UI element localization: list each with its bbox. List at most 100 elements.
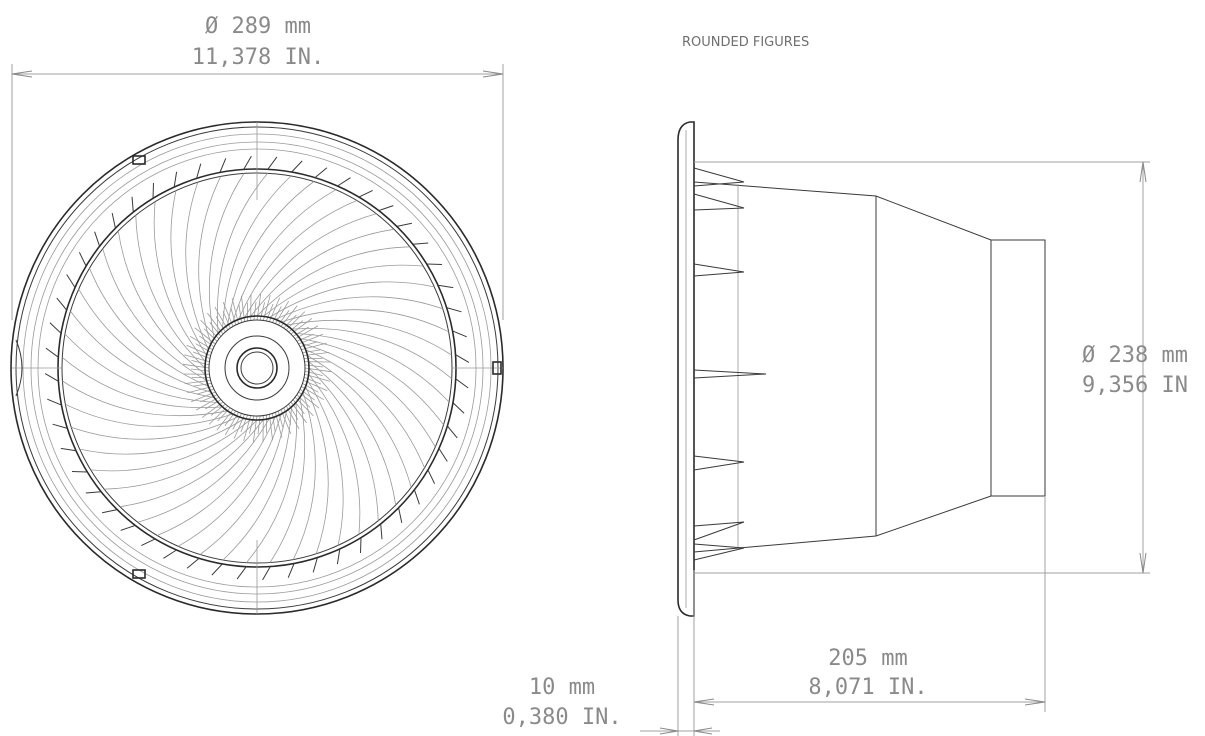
rim-tick: [360, 537, 362, 554]
rim-tick: [186, 558, 200, 569]
rim-tick: [267, 156, 278, 170]
cone-rib: [305, 349, 425, 468]
hub-spike: [277, 410, 284, 429]
cone-rib: [71, 416, 239, 440]
rim-tick: [120, 524, 136, 531]
rim-tick: [94, 231, 101, 247]
rim-ticks: [44, 155, 470, 581]
cone-rib: [291, 328, 452, 379]
hub-spike: [215, 316, 226, 333]
rim-tick: [452, 330, 467, 338]
cone-rib: [217, 173, 268, 334]
cone-rib: [250, 228, 395, 317]
cone-rib: [90, 419, 251, 472]
hub-spike: [302, 383, 319, 393]
side-diameter-in: 9,356 IN: [1082, 373, 1188, 398]
rim-tick: [396, 222, 413, 227]
hub-spike: [259, 302, 265, 321]
cone-edge-ring: [57, 168, 457, 568]
cone-rib: [292, 392, 316, 560]
rim-tick: [358, 189, 373, 198]
rim-tick: [262, 566, 271, 581]
rim-tick: [437, 284, 454, 289]
side-depth-in: 8,071 IN.: [808, 675, 927, 700]
hub-spike: [195, 343, 212, 353]
cone-rib: [256, 246, 410, 317]
cone-rib: [305, 386, 329, 554]
rim-tick: [101, 509, 118, 514]
front-diameter-dimension: [11, 64, 504, 320]
rim-tick: [163, 549, 177, 559]
cone-rib: [232, 189, 337, 323]
cone-rib: [70, 310, 215, 398]
rim-tick: [236, 566, 247, 580]
front-diameter-mm: Ø 289 mm: [205, 14, 311, 39]
hub-spike: [217, 407, 231, 422]
hub-spike: [266, 303, 274, 322]
cone-rib: [64, 333, 219, 403]
rim-tick: [455, 378, 469, 389]
rim-tick: [287, 563, 295, 578]
rim-tick: [196, 163, 202, 179]
hub-spike: [210, 403, 226, 416]
hub-spike: [191, 360, 210, 366]
hub-spike: [292, 326, 309, 337]
rim-tick: [336, 548, 341, 565]
hub-spike: [253, 301, 257, 321]
cone-rib: [135, 215, 206, 369]
cone-rib: [269, 281, 435, 318]
rim-tick: [452, 402, 465, 414]
cone-rib: [119, 419, 264, 508]
cone-rib: [177, 413, 282, 547]
hub-spike: [222, 311, 231, 329]
hub-spike: [288, 403, 299, 420]
rim-tick: [413, 489, 420, 505]
cone-rib: [153, 201, 206, 362]
cone-rib: [286, 319, 452, 356]
rim-tick: [398, 507, 403, 524]
rim-tick: [455, 354, 470, 363]
rim-tick: [66, 274, 76, 288]
cone-rib: [308, 361, 397, 506]
hub-spike: [277, 310, 290, 326]
center-bore: [236, 347, 278, 389]
hub-spike: [304, 364, 324, 368]
cone-rib: [275, 296, 443, 320]
rim-tick: [78, 252, 87, 267]
hub-spike: [205, 399, 222, 410]
rim-tick: [243, 155, 252, 170]
cone-rib: [185, 182, 209, 350]
cone-rib: [170, 190, 207, 356]
cone-rib: [65, 403, 233, 427]
mount-notch-left: [15, 339, 23, 397]
cone-rib: [227, 181, 315, 326]
fins: [693, 167, 767, 561]
hub-spike: [199, 335, 215, 348]
cone-rib: [238, 200, 357, 320]
cone-rib: [308, 374, 361, 535]
cone-rib: [222, 406, 292, 561]
cone-rib: [263, 264, 424, 317]
hub-spike: [272, 306, 282, 323]
rim-tick: [312, 557, 318, 573]
cone-body: [693, 181, 1046, 553]
hub-spike: [299, 341, 318, 348]
cone-rib: [308, 367, 379, 521]
rim-tick: [314, 167, 328, 178]
rim-tick: [426, 263, 443, 265]
cone-rib: [208, 173, 245, 339]
rim-tick: [211, 563, 223, 576]
cone-rib: [307, 380, 344, 546]
rim-tick: [337, 177, 351, 187]
rim-tick: [45, 347, 59, 358]
flange-thickness-mm: 10 mm: [529, 675, 595, 700]
front-diameter-in: 11,378 IN.: [192, 45, 324, 70]
hub-spike: [190, 368, 210, 372]
rim-tick: [85, 491, 102, 494]
hub-spike: [196, 388, 215, 395]
rim-tick: [131, 196, 134, 213]
rim-tick: [152, 182, 154, 199]
rim-tick: [380, 523, 383, 540]
rim-tick: [71, 471, 88, 473]
